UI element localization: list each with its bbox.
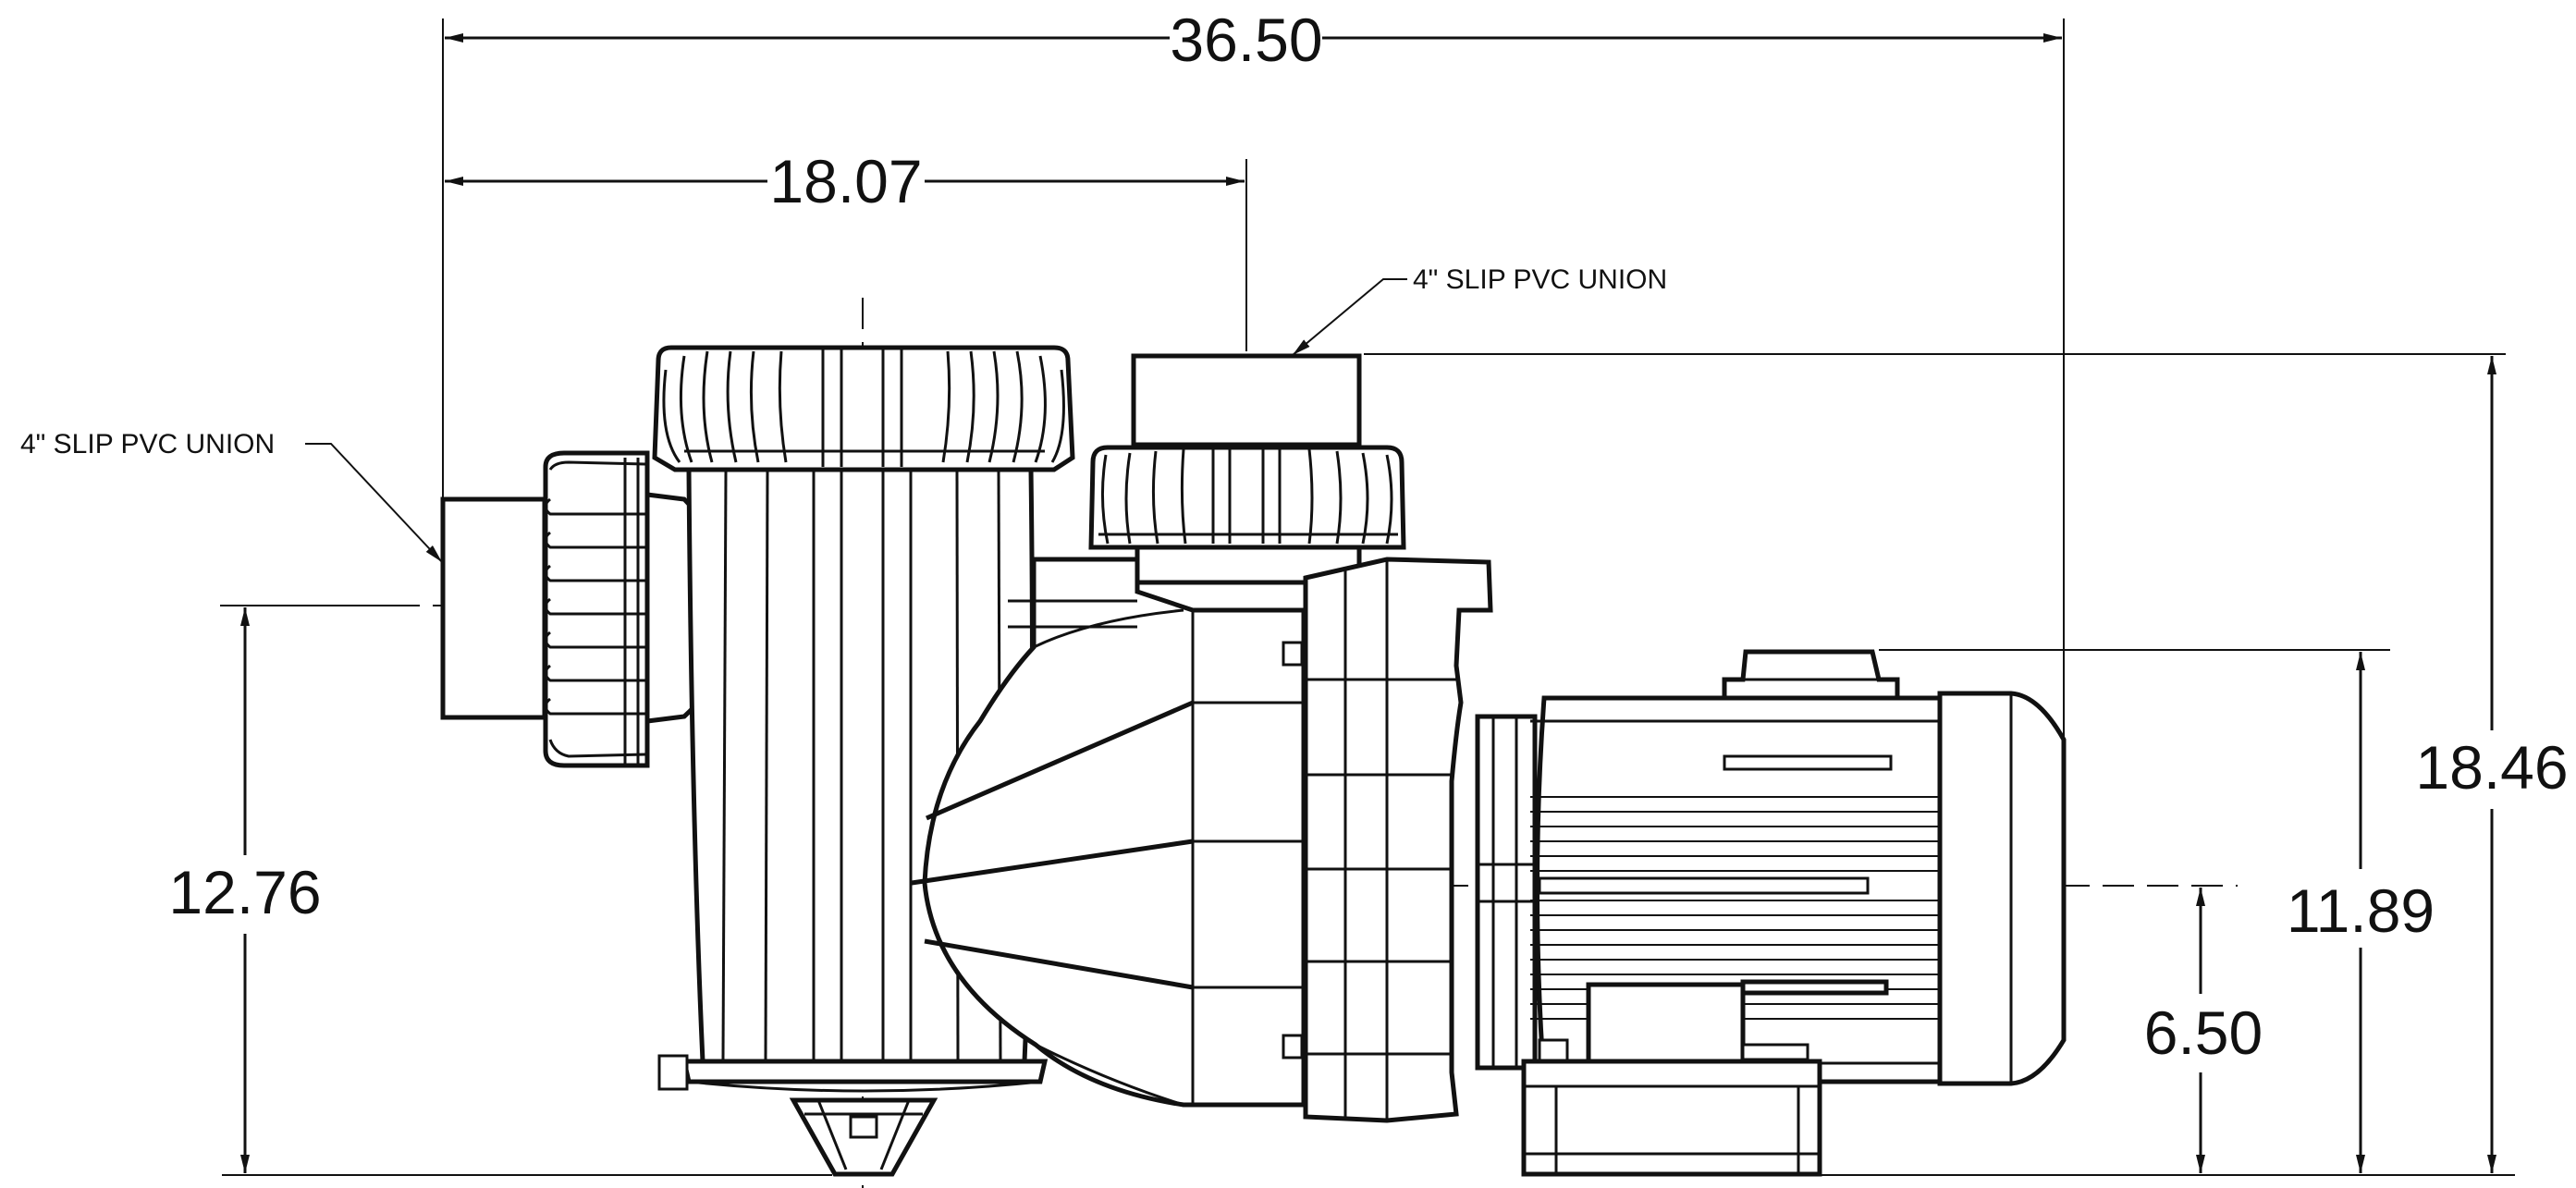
overall-height-label: 18.46: [2415, 733, 2568, 802]
motor: [1521, 649, 2067, 1177]
discharge-union-label: 4" SLIP PVC UNION: [1413, 264, 1667, 295]
strainer-lid: [652, 345, 1075, 472]
motor-fins: [1530, 796, 1940, 1020]
strainer-offset-label: 18.07: [769, 147, 922, 215]
pump-body: [440, 345, 2067, 1177]
suction-callout: 4" SLIP PVC UNION: [20, 429, 443, 563]
discharge-height-label: 11.89: [2287, 876, 2435, 945]
extension-lines: [220, 18, 2515, 1176]
discharge-callout: 4" SLIP PVC UNION: [1292, 264, 1667, 356]
shaft-height-label: 6.50: [2144, 998, 2263, 1067]
suction-union-label: 4" SLIP PVC UNION: [20, 429, 275, 459]
overall-length-label: 36.50: [1170, 6, 1322, 74]
discharge-union: [1088, 353, 1406, 585]
dimension-lines: [240, 33, 2496, 1173]
volute: [911, 557, 1306, 1108]
seal-plate: [1303, 557, 1538, 1123]
suction-height-label: 12.76: [168, 858, 321, 926]
